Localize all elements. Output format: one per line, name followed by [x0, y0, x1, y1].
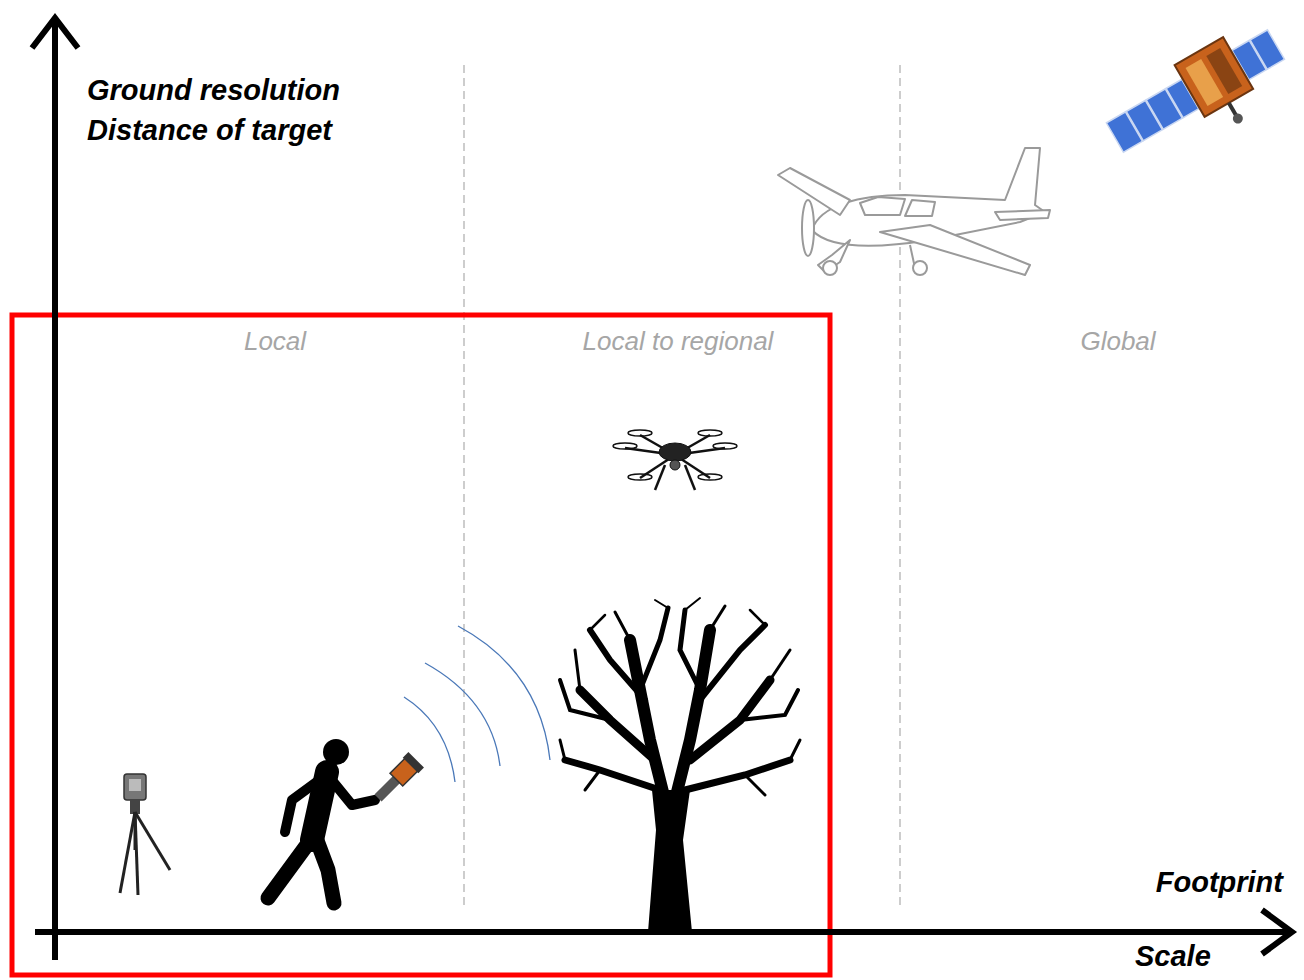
highlight-frame	[12, 315, 830, 975]
axis	[32, 18, 1292, 960]
scale-band-label: Local to regional	[583, 327, 774, 357]
axis-label: Footprint	[1156, 866, 1283, 899]
signal-arcs	[404, 626, 550, 782]
divider-line	[899, 65, 901, 910]
handheld-scanner-icon	[370, 752, 424, 806]
tree-icon	[560, 598, 800, 932]
airplane-icon	[778, 148, 1050, 275]
scale-band-label: Local	[244, 327, 306, 357]
scale-band-label: Global	[1080, 327, 1155, 357]
axis-label: Scale	[1135, 940, 1211, 973]
satellite-icon	[1098, 16, 1301, 181]
tripod-scanner-icon	[120, 774, 170, 895]
divider-line	[463, 65, 465, 910]
axis-label: Ground resolution	[87, 74, 340, 107]
person-icon	[268, 739, 375, 903]
axis-label: Distance of target	[87, 114, 332, 147]
drone-icon	[613, 430, 737, 490]
